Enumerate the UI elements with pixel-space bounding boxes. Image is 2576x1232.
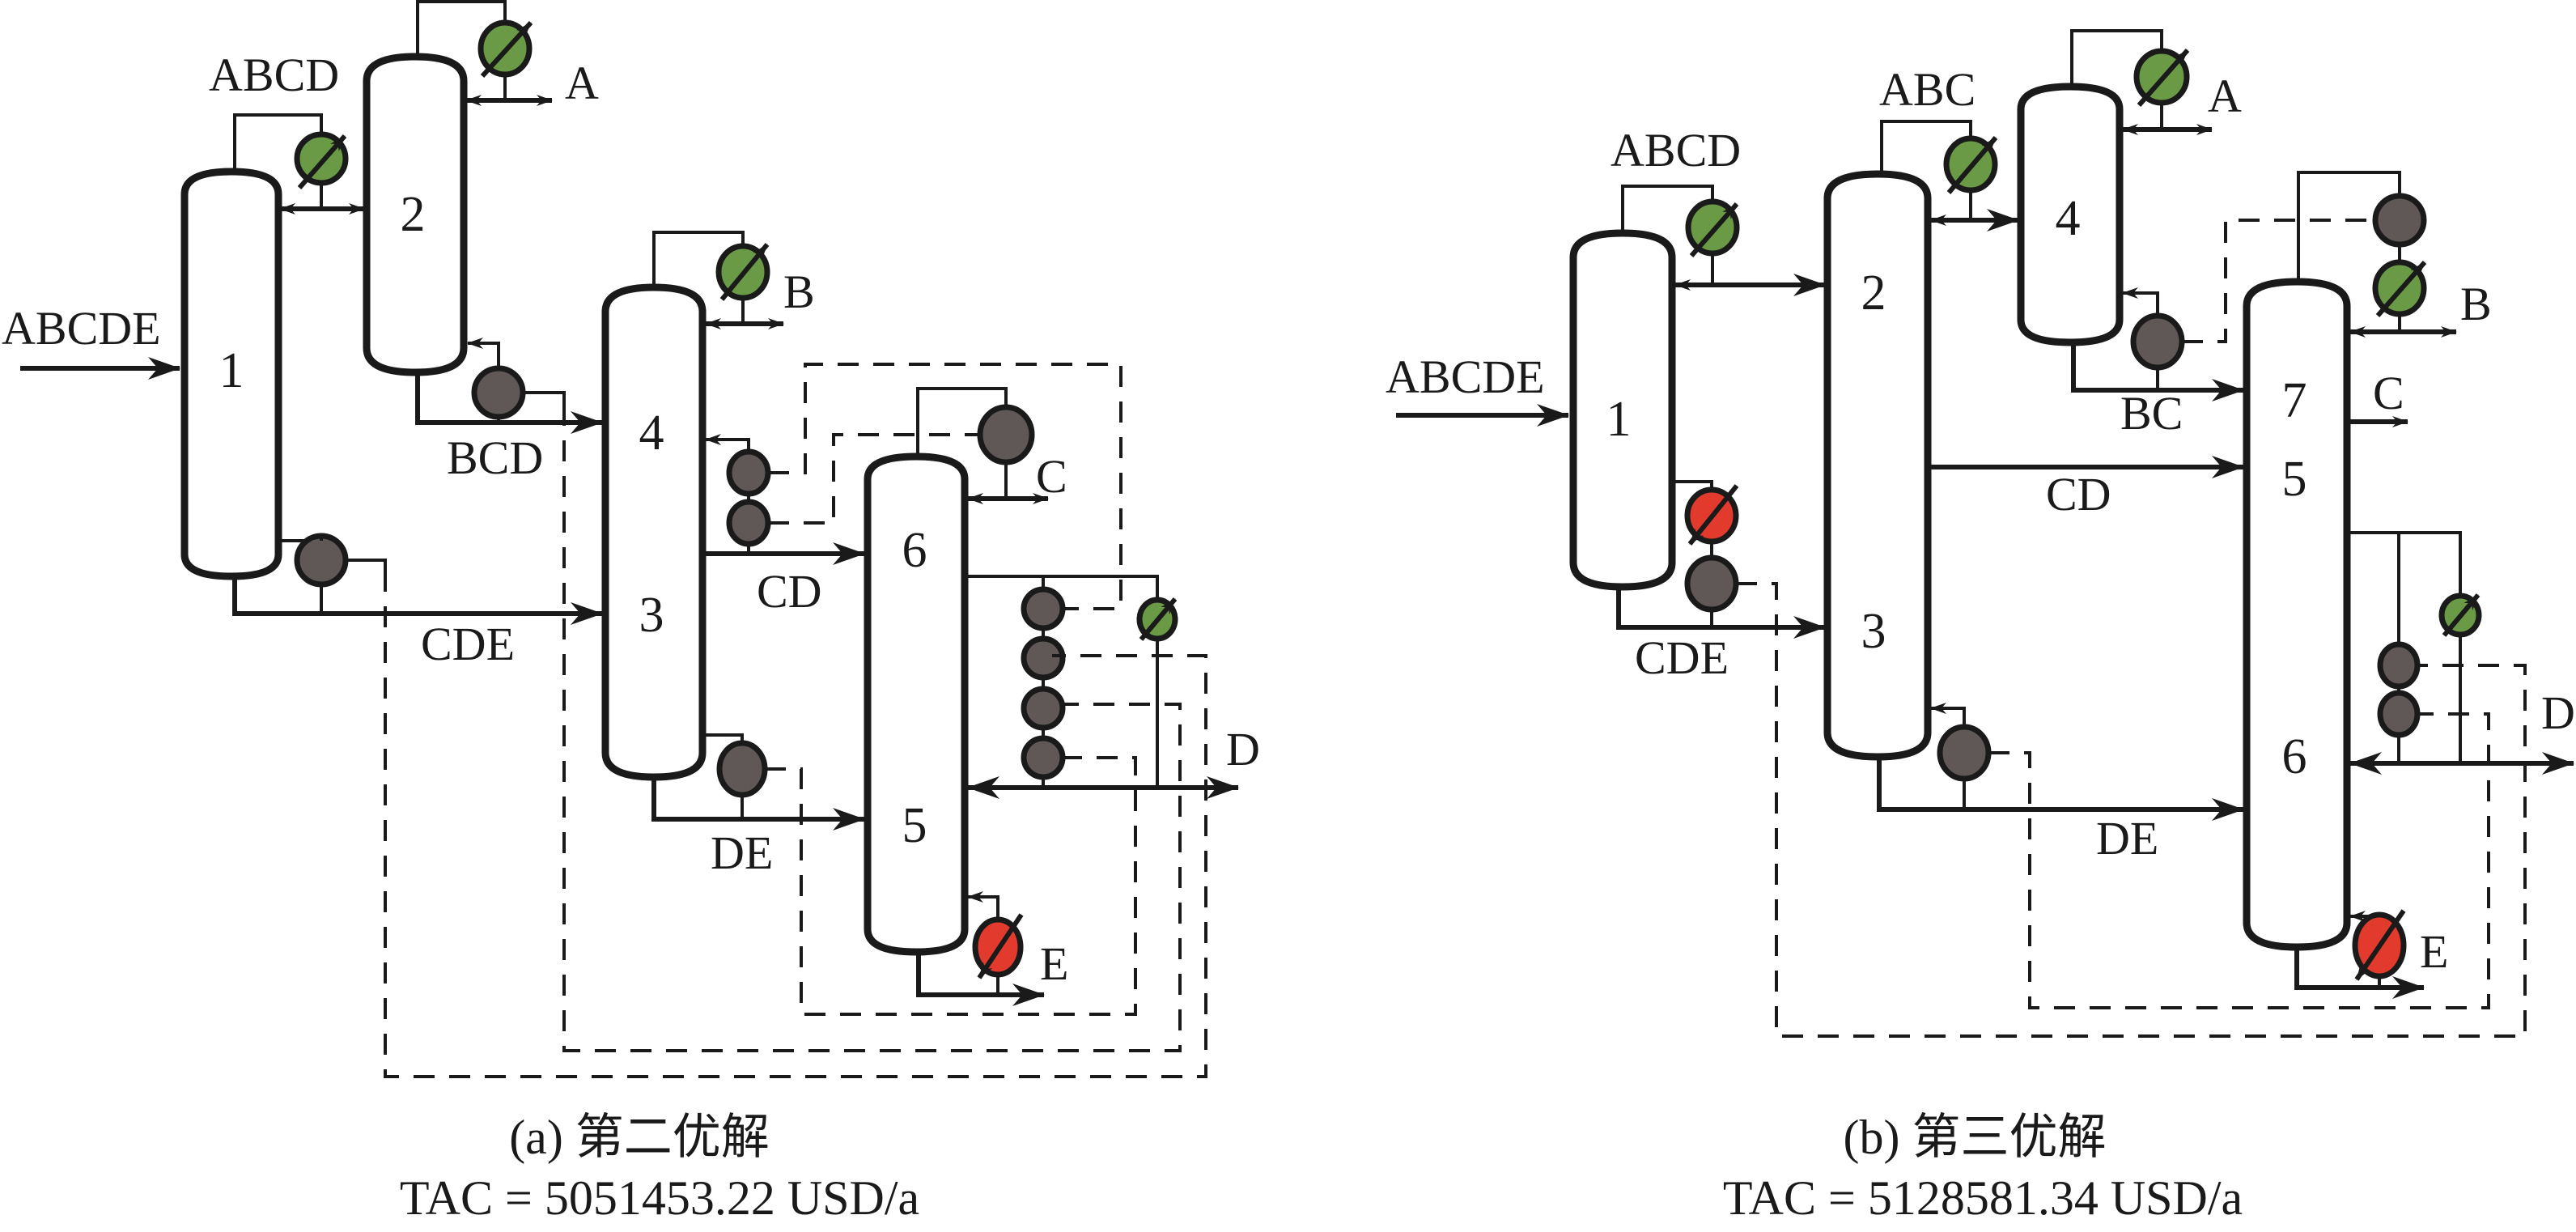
column-3-label-a: 3 [639, 588, 664, 643]
bc-stream-b [2071, 342, 2244, 401]
panel-a: ABCDE 1 2 4 3 6 5 ABCD A [2, 0, 1260, 1225]
stream-label-abcd-a: ABCD [209, 49, 339, 101]
product-e-stream-a [916, 952, 1045, 1006]
product-label-e-b: E [2420, 925, 2448, 978]
integrated-exchanger-4-b [2130, 312, 2185, 371]
column-4-3-a [601, 283, 707, 781]
column-5-label-a: 5 [902, 798, 927, 853]
side-exchanger-6d-a [1021, 735, 1066, 780]
de-stream-b [1877, 757, 2244, 821]
product-label-a-b: A [2208, 70, 2242, 122]
column-3-label-b: 3 [1861, 604, 1886, 659]
side-exchanger-5b-b [2377, 690, 2421, 738]
stream-label-cde-b: CDE [1635, 631, 1729, 684]
cde-stream-b [1616, 587, 1826, 639]
integrated-exchanger-3-a [716, 740, 768, 798]
cde-stream-a [232, 576, 603, 625]
heat-integration-loop-4-a [768, 363, 1122, 610]
column-7-label-b: 7 [2282, 373, 2307, 428]
column-1-a [180, 168, 282, 580]
product-label-e-a: E [1040, 937, 1068, 990]
column-1-b [1569, 229, 1676, 591]
vapor-line-1-a [233, 113, 323, 172]
integrated-exchanger-7-b [2372, 193, 2427, 248]
vapor-line-4-a [652, 231, 745, 287]
column-6-5-a [864, 452, 969, 956]
column-6-label-b: 6 [2282, 729, 2307, 784]
side-exchanger-4a-a [726, 448, 771, 497]
stream-label-abcd-b: ABCD [1611, 124, 1741, 176]
feed-label-a: ABCDE [2, 302, 161, 355]
stream-label-de-b: DE [2096, 812, 2158, 865]
integrated-exchanger-2-a [471, 365, 526, 420]
column-4-label-a: 4 [639, 406, 664, 461]
product-label-c-b: C [2373, 367, 2404, 419]
bcd-stream-a [415, 372, 603, 434]
stream-label-cd-b: CD [2046, 468, 2111, 520]
stream-label-abc-b: ABC [1879, 63, 1975, 116]
stream-label-cd-a: CD [757, 565, 822, 618]
stream-label-bcd-a: BCD [447, 431, 543, 484]
side-exchanger-6b-a [1021, 635, 1066, 681]
caption-b: (b) 第三优解 [1844, 1111, 2107, 1164]
product-label-d-b: D [2541, 686, 2575, 739]
side-exchanger-4b-a [726, 499, 771, 547]
product-label-d-a: D [1226, 723, 1260, 775]
de-stream-a [651, 777, 865, 831]
column-1-label-a: 1 [219, 343, 244, 398]
product-e-stream-b [2294, 947, 2425, 999]
stream-label-de-a: DE [711, 826, 773, 879]
integrated-exchanger-6-a [977, 404, 1035, 465]
column-2-a [363, 53, 468, 376]
column-2-label-b: 2 [1861, 266, 1886, 321]
column-2-3-b [1823, 170, 1932, 761]
product-label-b-a: B [783, 266, 815, 318]
heat-integration-loop-5-a [768, 433, 980, 525]
integrated-exchanger-1-a [294, 533, 349, 588]
column-7-5-6-b [2243, 278, 2351, 951]
heat-integration-loop-1-b [1736, 582, 2527, 1038]
feed-label-b: ABCDE [1386, 350, 1545, 403]
vapor-line-6-a [916, 387, 1008, 457]
column-1-label-b: 1 [1606, 392, 1632, 447]
heat-integration-loop-2-a [562, 405, 1182, 1052]
column-2-label-a: 2 [401, 187, 426, 242]
stream-label-cde-a: CDE [421, 618, 515, 670]
side-exchanger-5a-b [2377, 641, 2421, 690]
column-4-b [2017, 83, 2124, 346]
stream-label-bc-b: BC [2120, 387, 2183, 440]
product-label-c-a: C [1036, 450, 1067, 503]
integrated-exchanger-1-b [1684, 554, 1739, 613]
heat-integration-loop-2-b [1988, 712, 2490, 1009]
product-label-b-b: B [2460, 278, 2492, 330]
panel-b: ABCDE 1 2 3 4 7 5 6 ABCD CDE [1386, 29, 2575, 1225]
side-exchanger-6c-a [1021, 686, 1066, 731]
heat-integration-loop-1-a [384, 571, 1207, 1078]
column-5-label-b: 5 [2282, 452, 2307, 507]
column-6-label-a: 6 [902, 523, 927, 578]
vapor-line-2-a [416, 0, 507, 55]
product-label-a-a: A [565, 57, 599, 109]
side-exchanger-6a-a [1021, 586, 1066, 631]
tac-b: TAC = 5128581.34 USD/a [1723, 1171, 2243, 1225]
caption-a: (a) 第二优解 [509, 1111, 770, 1164]
tac-a: TAC = 5051453.22 USD/a [400, 1171, 919, 1225]
column-4-label-b: 4 [2056, 191, 2081, 246]
integrated-exchanger-3-b [1937, 724, 1992, 782]
